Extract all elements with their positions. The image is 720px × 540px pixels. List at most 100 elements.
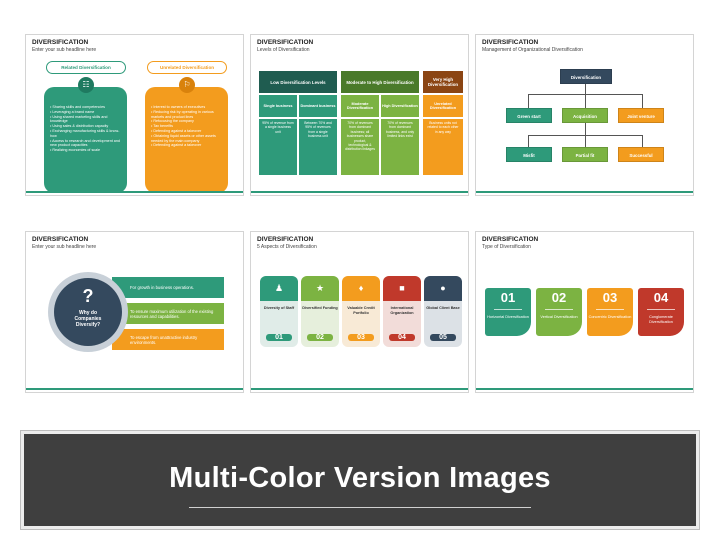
slide-subtitle: 5 Aspects of Diversification [257, 244, 317, 250]
level-header-very-high: Very High Diversification [423, 71, 463, 93]
banner-title: Multi-Color Version Images [169, 462, 551, 494]
aspect-number: 02 [307, 334, 333, 341]
unrelated-list: • Interest to owners of executives • Red… [151, 105, 225, 148]
level-body: 70% of revenues from dominant business, … [381, 119, 419, 175]
footer-line [26, 388, 243, 390]
list-item: • Obtaining liquid assets or other asset… [151, 133, 216, 143]
funding-icon: ★ [301, 276, 339, 301]
reason-bar: For growth in business operations. [112, 277, 224, 298]
list-item: • Defending against a takeover [151, 143, 202, 148]
banner-underline [189, 507, 531, 508]
list-item: • Using sales & distribution capacity [50, 124, 109, 129]
list-item: • Defending against a takeover [151, 128, 202, 133]
aspect-number: 05 [430, 334, 456, 341]
list-item: • Realizing economies of scale [50, 148, 101, 153]
type-label: Horizontal Diversification [487, 315, 529, 319]
level-header-low: Low Diversification Levels [259, 71, 337, 93]
divider [647, 309, 675, 310]
aspect-number: 04 [389, 334, 415, 341]
level-sub: High Diversification [381, 95, 419, 117]
type-card: 04 Conglomerate Diversification [638, 288, 684, 336]
type-label: Concentric Diversification [588, 315, 632, 319]
slide-related-unrelated[interactable]: DIVERSIFICATION Enter your sub headline … [25, 34, 244, 196]
aspect-card: ● Global Client Base 05 [424, 276, 462, 347]
type-label: Vertical Diversification [540, 315, 578, 319]
slide-title: DIVERSIFICATION [257, 236, 314, 243]
divider [596, 309, 624, 310]
reason-bar: To ensure maximum utilization of the exi… [112, 303, 224, 324]
slide-levels[interactable]: DIVERSIFICATION Levels of Diversificatio… [250, 34, 469, 196]
level-sub: Dominant business [299, 95, 337, 117]
type-card: 03 Concentric Diversification [587, 288, 633, 336]
footer-line [251, 191, 468, 193]
connector [642, 135, 643, 147]
slide-title: DIVERSIFICATION [257, 39, 314, 46]
slide-five-aspects[interactable]: DIVERSIFICATION 5 Aspects of Diversifica… [250, 231, 469, 393]
unrelated-column [145, 87, 228, 193]
connector [585, 94, 586, 108]
aspect-label: Global Client Base [426, 306, 460, 310]
level-body: Business units not related to each other… [423, 119, 463, 175]
aspect-label: Diversified Funding [302, 306, 338, 310]
footer-line [26, 191, 243, 193]
slide-title: DIVERSIFICATION [482, 39, 539, 46]
list-item: • Tax benefits [151, 124, 173, 129]
slide-subtitle: Management of Organizational Diversifica… [482, 47, 583, 53]
aspect-number: 01 [266, 334, 292, 341]
type-number: 02 [551, 290, 567, 305]
level-sub: Unrelated Diversification [423, 95, 463, 117]
tree-leaf: Successful [618, 147, 664, 162]
level-body: Between 70% and 95% of revenues from a s… [299, 119, 337, 175]
question-icon: ? [82, 286, 94, 306]
slide-subtitle: Enter your sub headline here [32, 244, 97, 250]
slide-subtitle: Levels of Diversification [257, 47, 310, 53]
aspect-card: ♟ Diversity of Staff 01 [260, 276, 298, 347]
slide-subtitle: Enter your sub headline here [32, 47, 97, 53]
portfolio-icon: ♦ [342, 276, 380, 301]
divider [494, 309, 522, 310]
list-item: • Leveraging a brand name [50, 109, 95, 114]
list-item: • Exchanging manufacturing skills & know… [50, 128, 120, 138]
type-number: 04 [653, 290, 669, 305]
related-column [44, 87, 127, 193]
slide-types[interactable]: DIVERSIFICATION Type of Diversification … [475, 231, 694, 393]
globe-icon: ● [424, 276, 462, 301]
level-body: 70% of revenues from dominant business; … [341, 119, 379, 175]
connector [642, 94, 643, 108]
slide-why-diversify[interactable]: DIVERSIFICATION Enter your sub headline … [25, 231, 244, 393]
slide-title: DIVERSIFICATION [482, 236, 539, 243]
aspect-number: 03 [348, 334, 374, 341]
level-sub: Single business [259, 95, 297, 117]
tree-node: Acquisition [562, 108, 608, 123]
type-card: 01 Horizontal Diversification [485, 288, 531, 336]
network-icon: ☷ [78, 77, 94, 93]
tree-root: Diversification [560, 69, 612, 84]
list-item: • Access to research and development and… [50, 138, 120, 148]
slide-management-tree[interactable]: DIVERSIFICATION Management of Organizati… [475, 34, 694, 196]
aspect-card: ★ Diversified Funding 02 [301, 276, 339, 347]
footer-line [476, 388, 693, 390]
people-icon: ♟ [260, 276, 298, 301]
list-item: • Reducing risk by operating in various … [151, 109, 214, 119]
connector [585, 84, 586, 94]
connector [528, 135, 529, 147]
type-number: 01 [500, 290, 516, 305]
aspect-card: ■ International Organization 04 [383, 276, 421, 347]
footer-line [476, 191, 693, 193]
circle-core [54, 278, 122, 346]
list-item: • Refocusing the company [151, 119, 194, 124]
list-item: • Sharing skills and competencies [50, 105, 105, 109]
slide-title: DIVERSIFICATION [32, 236, 89, 243]
list-item: • Using shared marketing skills and know… [50, 114, 108, 124]
level-header-moderate: Moderate to High Diversification [341, 71, 419, 93]
footer-line [251, 388, 468, 390]
aspect-label: Diversity of Staff [263, 306, 295, 310]
related-header: Related Diversification [46, 61, 126, 74]
divider [545, 309, 573, 310]
type-card: 02 Vertical Diversification [536, 288, 582, 336]
connector [585, 135, 586, 147]
aspect-label: Valuable Credit Portfolio [347, 306, 375, 315]
tree-node: Joint venture [618, 108, 664, 123]
level-sub: Moderate Diversification [341, 95, 379, 117]
unrelated-header: Unrelated Diversification [147, 61, 227, 74]
